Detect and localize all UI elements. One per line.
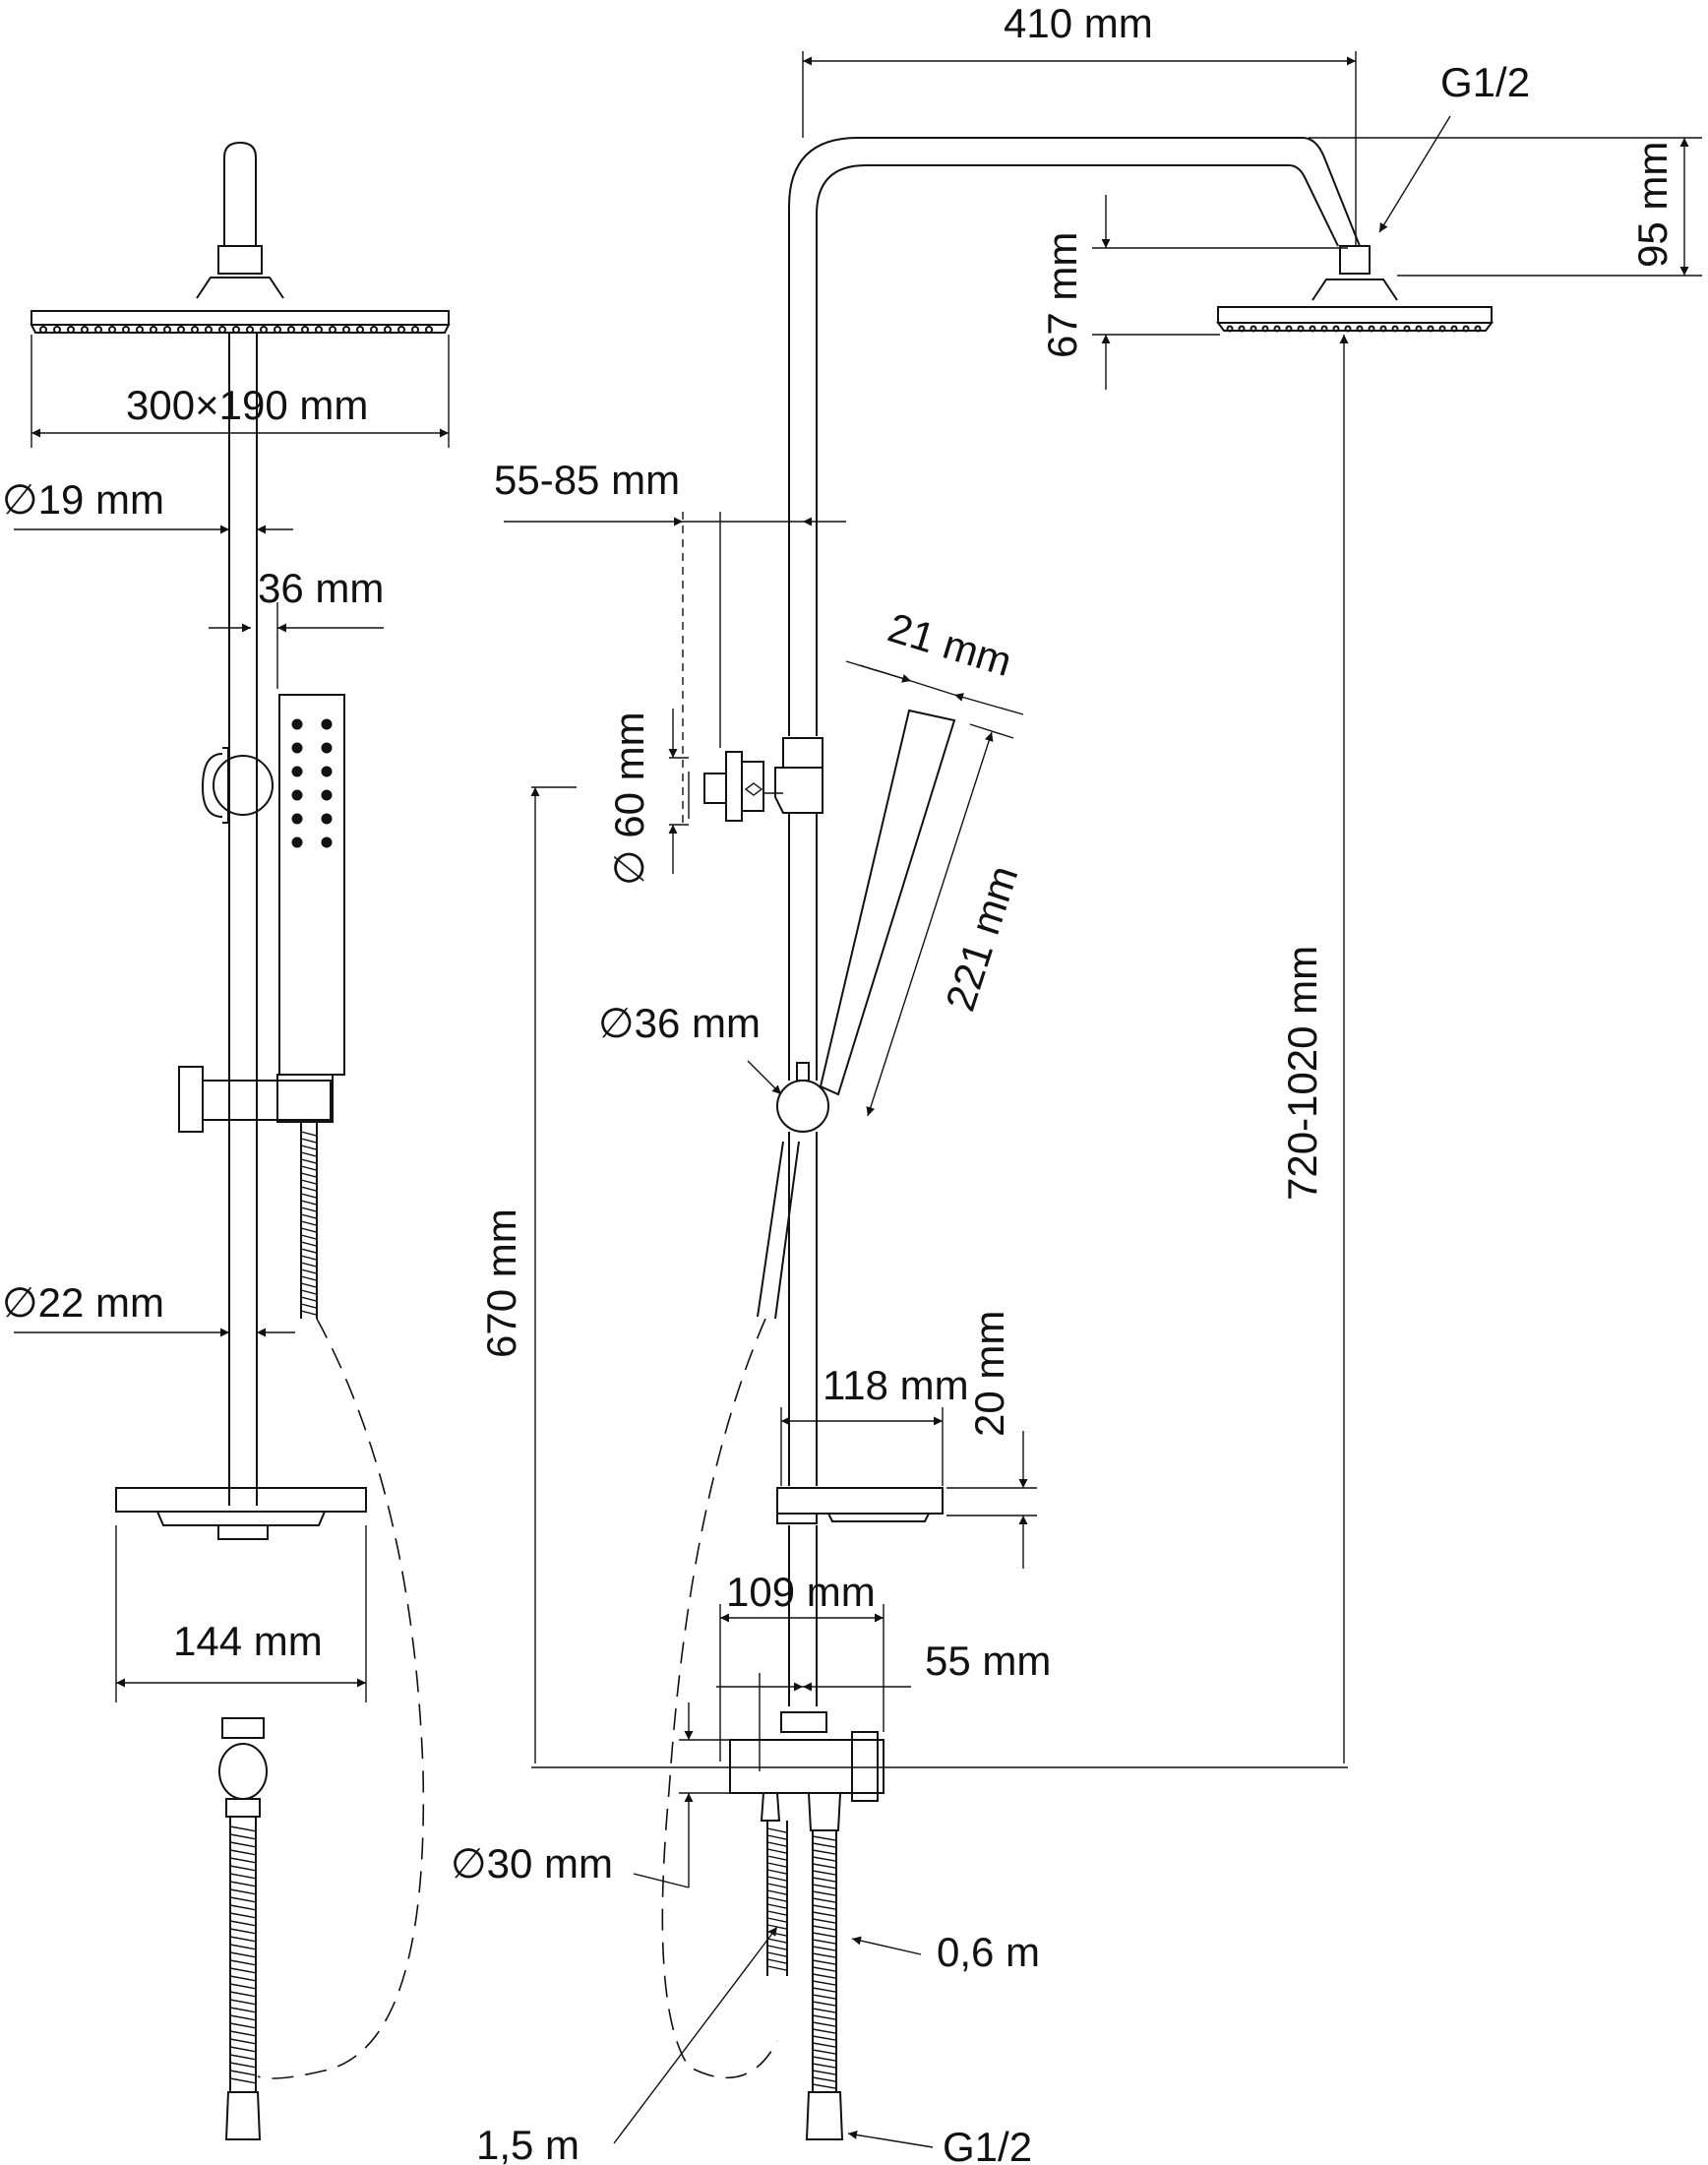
side-slider-top	[782, 737, 824, 769]
arm-inner	[816, 164, 1339, 736]
knob-diameter-label: ∅36 mm	[598, 1000, 761, 1046]
wall-offset-label: 55-85 mm	[494, 457, 680, 503]
arm-drop-label: 95 mm	[1629, 142, 1676, 268]
handle-length-dimension	[866, 731, 994, 1117]
front-shower-head	[30, 310, 450, 326]
head-size-label: 300×190 mm	[126, 382, 368, 428]
slider-holder	[202, 1080, 332, 1121]
side-mixer	[729, 1739, 884, 1794]
shelf-width-label: 144 mm	[173, 1618, 323, 1664]
total-height-label: 720-1020 mm	[1279, 946, 1325, 1201]
connector-height-label: 67 mm	[1039, 232, 1085, 358]
head-nut	[217, 245, 263, 275]
mixer-width-label: 109 mm	[726, 1569, 876, 1615]
side-shower-head	[1217, 306, 1493, 324]
mixer-top-nut	[780, 1711, 827, 1733]
long-hose	[812, 1830, 837, 2092]
front-shelf	[115, 1487, 367, 1513]
lower-height-label: 670 mm	[478, 1208, 524, 1358]
handle-depth-label: 21 mm	[883, 604, 1016, 685]
hand-hose	[300, 1122, 318, 1319]
head-flange	[196, 277, 284, 299]
front-hose-end	[224, 2091, 262, 2140]
handle-length-label: 221 mm	[937, 860, 1027, 1017]
rail-diameter-label: ∅19 mm	[2, 476, 164, 523]
side-hand-shower	[819, 709, 956, 1096]
shower-nozzles	[39, 326, 433, 334]
side-view: 410 mm G1/2 95 mm 67 mm 720-1020 mm 55-8…	[451, 0, 1702, 2165]
arm-length-label: 410 mm	[1004, 0, 1153, 46]
side-hose-loop-dashed	[661, 1318, 778, 2079]
handle-width-label: 36 mm	[258, 565, 384, 611]
side-knob	[776, 1080, 829, 1133]
wall-bracket	[201, 753, 223, 818]
thread-top-label: G1/2	[1440, 59, 1530, 105]
hose-long-label: 1,5 m	[476, 2122, 580, 2165]
shelf-thickness-label: 20 mm	[966, 1311, 1012, 1437]
front-mixer	[218, 1743, 268, 1800]
arm-outer	[788, 137, 1361, 736]
head-connector	[223, 141, 257, 246]
side-wall-bracket	[725, 751, 743, 822]
mixer-diameter-label: ∅30 mm	[451, 1840, 613, 1887]
hose-short-label: 0,6 m	[937, 1929, 1040, 1975]
hose-loop-dashed	[257, 1318, 425, 2079]
hand-shower-nozzles	[291, 718, 333, 848]
short-hose	[766, 1821, 788, 1976]
side-hand-hose	[757, 1141, 800, 1320]
side-hose-end	[805, 2091, 844, 2140]
shelf-depth-label: 118 mm	[823, 1362, 969, 1408]
slider-handle	[178, 1066, 204, 1133]
thread-bottom-label: G1/2	[943, 2124, 1032, 2165]
front-shower-head-base	[30, 324, 451, 334]
hand-shower	[278, 694, 345, 1076]
front-view: 300×190 mm ∅19 mm 36 mm ∅22 mm	[2, 141, 451, 2140]
mixer-offset-label: 55 mm	[925, 1638, 1051, 1684]
bracket-diameter-label: ∅ 60 mm	[606, 711, 652, 886]
pipe-diameter-label: ∅22 mm	[2, 1279, 164, 1326]
side-shelf	[776, 1487, 944, 1515]
